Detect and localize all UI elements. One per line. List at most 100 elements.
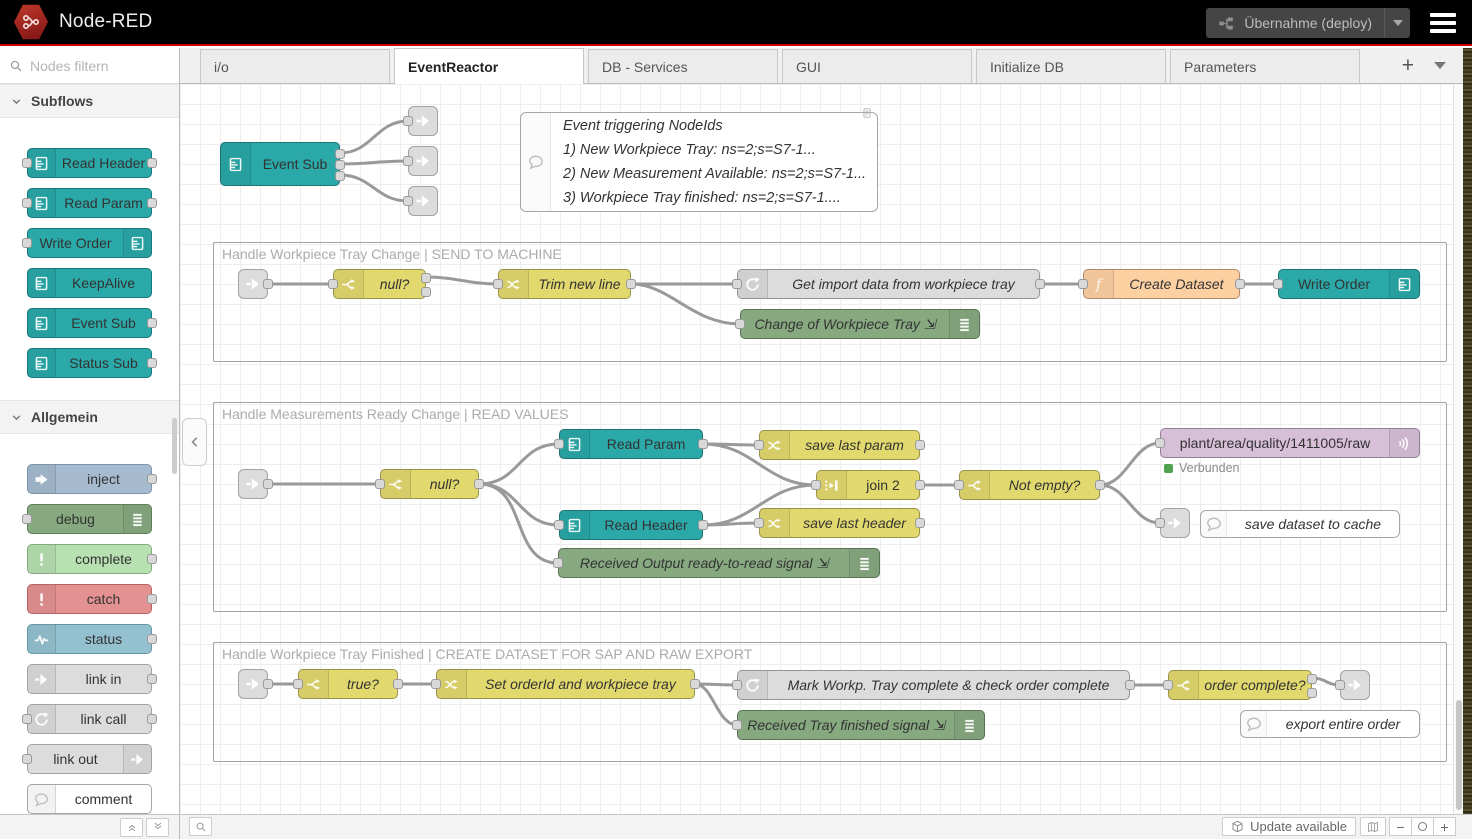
- node-comment-save-dataset[interactable]: save dataset to cache: [1200, 510, 1400, 538]
- output-port[interactable]: [1125, 680, 1135, 690]
- node-link-in-g3[interactable]: [238, 669, 268, 699]
- input-port[interactable]: [754, 440, 764, 450]
- output-port[interactable]: [1095, 480, 1105, 490]
- palette-node-comment[interactable]: comment: [27, 784, 152, 814]
- input-port[interactable]: [22, 714, 32, 724]
- input-port[interactable]: [554, 520, 564, 530]
- node-change-save-last-header[interactable]: save last header: [759, 508, 920, 538]
- zoom-in-button[interactable]: +: [1433, 817, 1456, 836]
- palette-node-debug[interactable]: debug: [27, 504, 152, 534]
- search-flows-button[interactable]: [189, 817, 212, 836]
- output-port[interactable]: [698, 439, 708, 449]
- tab-io[interactable]: i/o: [200, 49, 390, 83]
- node-mqtt-out[interactable]: plant/area/quality/1411005/raw: [1160, 428, 1420, 458]
- input-port[interactable]: [328, 279, 338, 289]
- node-comment-export-order[interactable]: export entire order: [1240, 710, 1420, 738]
- output-port[interactable]: [147, 674, 157, 684]
- node-debug-received-output[interactable]: Received Output ready-to-read signal ⇲: [558, 548, 880, 578]
- node-switch-null-g2[interactable]: null?: [380, 469, 479, 499]
- output-port[interactable]: [147, 634, 157, 644]
- navigator-button[interactable]: [1360, 817, 1386, 836]
- output-port[interactable]: [915, 518, 925, 528]
- input-port[interactable]: [954, 480, 964, 490]
- tab-gui[interactable]: GUI: [782, 49, 972, 83]
- palette-node-read-param[interactable]: Read Param: [27, 188, 152, 218]
- palette-node-write-order[interactable]: Write Order: [27, 228, 152, 258]
- input-port[interactable]: [293, 679, 303, 689]
- input-port[interactable]: [554, 439, 564, 449]
- input-port[interactable]: [22, 754, 32, 764]
- palette-node-event-sub[interactable]: Event Sub: [27, 308, 152, 338]
- tab-parameters[interactable]: Parameters: [1170, 49, 1360, 83]
- output-port[interactable]: [1035, 279, 1045, 289]
- output-port-1[interactable]: [335, 149, 345, 159]
- node-link-out-2[interactable]: [408, 146, 438, 176]
- palette-node-link-out[interactable]: link out: [27, 744, 152, 774]
- flow-canvas[interactable]: Event Sub Event triggering NodeIds 1) Ne…: [180, 84, 1453, 814]
- node-event-sub[interactable]: Event Sub: [220, 142, 340, 186]
- node-switch-order-complete[interactable]: order complete?: [1168, 670, 1312, 700]
- input-port[interactable]: [1078, 279, 1088, 289]
- node-link-in-g2[interactable]: [238, 469, 268, 499]
- node-link-out-g2[interactable]: [1160, 508, 1190, 538]
- output-port[interactable]: [147, 358, 157, 368]
- input-port[interactable]: [403, 156, 413, 166]
- input-port[interactable]: [553, 558, 563, 568]
- input-port[interactable]: [732, 279, 742, 289]
- input-port[interactable]: [403, 116, 413, 126]
- node-function-create-dataset[interactable]: Create Dataset: [1083, 269, 1240, 299]
- palette-node-read-header[interactable]: Read Header: [27, 148, 152, 178]
- output-port[interactable]: [147, 554, 157, 564]
- palette-scrollbar[interactable]: [172, 418, 177, 474]
- input-port[interactable]: [732, 680, 742, 690]
- tab-eventreactor[interactable]: EventReactor: [394, 48, 584, 84]
- palette-node-status-sub[interactable]: Status Sub: [27, 348, 152, 378]
- palette-collapse-all-button[interactable]: [120, 818, 143, 837]
- output-port-3[interactable]: [335, 171, 345, 181]
- output-port-2[interactable]: [1307, 688, 1317, 698]
- palette-node-link-in[interactable]: link in: [27, 664, 152, 694]
- output-port[interactable]: [147, 318, 157, 328]
- output-port[interactable]: [147, 158, 157, 168]
- node-subflow-read-header[interactable]: Read Header: [559, 510, 703, 540]
- input-port[interactable]: [754, 518, 764, 528]
- input-port[interactable]: [1155, 518, 1165, 528]
- palette-node-complete[interactable]: complete: [27, 544, 152, 574]
- deploy-button[interactable]: Übernahme (deploy): [1206, 8, 1410, 38]
- input-port[interactable]: [22, 514, 32, 524]
- palette-node-inject[interactable]: inject: [27, 464, 152, 494]
- deploy-options-button[interactable]: [1384, 8, 1410, 38]
- node-switch-null-g1[interactable]: null?: [333, 269, 426, 299]
- output-port-2[interactable]: [421, 287, 431, 297]
- scrollbar-thumb[interactable]: [1456, 700, 1462, 810]
- palette-expand-all-button[interactable]: [146, 818, 169, 837]
- node-link-call-mark-complete[interactable]: Mark Workp. Tray complete & check order …: [737, 670, 1130, 700]
- node-subflow-read-param[interactable]: Read Param: [559, 429, 703, 459]
- node-switch-not-empty[interactable]: Not empty?: [959, 470, 1100, 500]
- output-port[interactable]: [147, 474, 157, 484]
- input-port[interactable]: [1163, 680, 1173, 690]
- update-available-button[interactable]: Update available: [1222, 817, 1356, 836]
- output-port[interactable]: [690, 679, 700, 689]
- palette-section-subflows[interactable]: Subflows: [0, 84, 179, 118]
- output-port-2[interactable]: [335, 160, 345, 170]
- node-change-set-orderid[interactable]: Set orderId and workpiece tray: [436, 669, 695, 699]
- palette-node-status[interactable]: status: [27, 624, 152, 654]
- palette-search[interactable]: [0, 48, 179, 84]
- output-port-1[interactable]: [421, 273, 431, 283]
- input-port[interactable]: [1273, 279, 1283, 289]
- group-workpiece-tray-change[interactable]: Handle Workpiece Tray Change | SEND TO M…: [213, 242, 1447, 362]
- search-input[interactable]: [30, 58, 168, 74]
- node-switch-true[interactable]: true?: [298, 669, 398, 699]
- node-change-save-last-param[interactable]: save last param: [759, 430, 920, 460]
- output-port[interactable]: [698, 520, 708, 530]
- palette-collapse-handle[interactable]: [182, 418, 207, 466]
- output-port[interactable]: [147, 594, 157, 604]
- input-port[interactable]: [403, 196, 413, 206]
- zoom-out-button[interactable]: −: [1389, 817, 1412, 836]
- output-port[interactable]: [626, 279, 636, 289]
- main-menu-button[interactable]: [1430, 13, 1456, 33]
- output-port[interactable]: [915, 480, 925, 490]
- output-port[interactable]: [263, 679, 273, 689]
- output-port[interactable]: [474, 479, 484, 489]
